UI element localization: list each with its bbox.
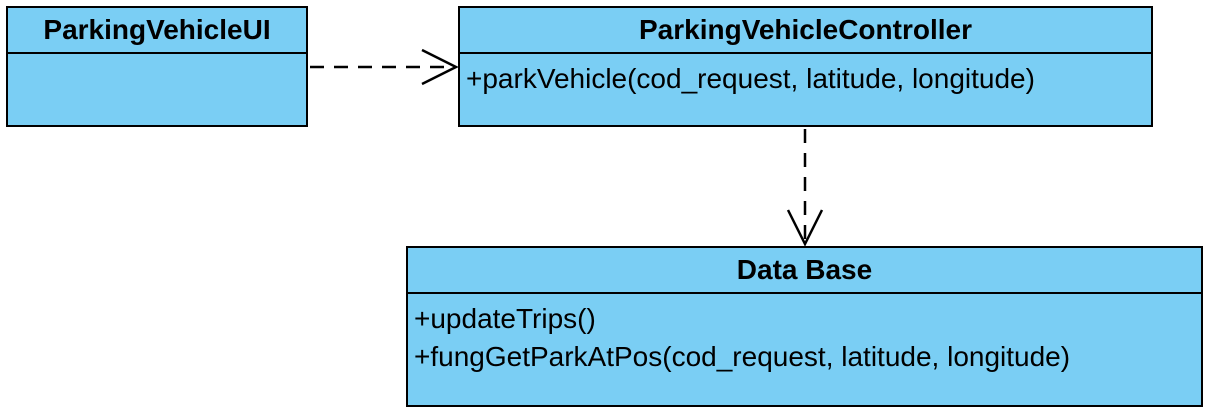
operation-update-trips: +updateTrips() [414, 303, 596, 334]
class-name-parking-vehicle-ui: ParkingVehicleUI [8, 8, 306, 54]
operations-compartment-parking-vehicle-controller: +parkVehicle(cod_request, latitude, long… [460, 54, 1151, 98]
class-parking-vehicle-ui[interactable]: ParkingVehicleUI [6, 6, 308, 127]
operation-fung-get-park-at-pos: +fungGetParkAtPos(cod_request, latitude,… [414, 341, 1071, 372]
operation-park-vehicle: +parkVehicle(cod_request, latitude, long… [466, 63, 1035, 94]
class-name-data-base: Data Base [408, 248, 1201, 294]
dependency-ui-to-controller[interactable] [310, 48, 459, 86]
dependency-controller-to-data-base[interactable] [786, 129, 824, 247]
arrowhead-controller-data-base [786, 209, 824, 247]
operations-compartment-data-base: +updateTrips() +fungGetParkAtPos(cod_req… [408, 294, 1201, 376]
operations-compartment-parking-vehicle-ui [8, 54, 306, 58]
class-data-base[interactable]: Data Base +updateTrips() +fungGetParkAtP… [406, 246, 1203, 407]
arrowhead-ui-controller [421, 48, 459, 86]
class-parking-vehicle-controller[interactable]: ParkingVehicleController +parkVehicle(co… [458, 6, 1153, 127]
class-name-parking-vehicle-controller: ParkingVehicleController [460, 8, 1151, 54]
